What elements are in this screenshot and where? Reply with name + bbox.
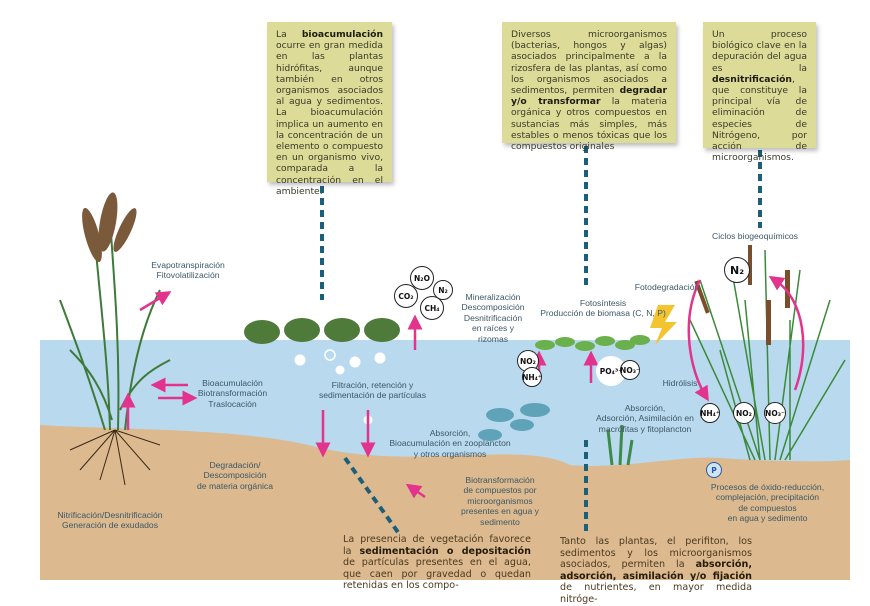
label-ciclos: Ciclos biogeoquímicos — [712, 231, 798, 241]
n2-molecule: N₂ — [724, 257, 750, 283]
box-bold-text: bioacumulación — [301, 29, 383, 40]
reed-roots — [69, 429, 161, 486]
submerged-plants — [606, 424, 634, 466]
bottom-bold-text: absorción, adsorción, asimilación y/o fi… — [560, 559, 752, 582]
no2-molecule: NO₂ — [733, 402, 755, 424]
label-fotodegradacion: Fotodegradación — [634, 282, 700, 292]
label-macrofitas: Absorción, Adsorción, Asimilación en mac… — [596, 403, 694, 434]
box-text: Diversos microorganismos (bacterias, hon… — [511, 29, 667, 97]
label-hidrolisis: Hidrólisis — [662, 378, 698, 388]
box-text: La — [276, 29, 302, 40]
no3-molecule: NO₃⁻ — [764, 402, 786, 424]
bottom-text: de partículas presentes en el agua, que … — [343, 557, 531, 592]
box-bold-text: degradar y/o transformar — [511, 85, 667, 108]
fish — [478, 403, 550, 441]
bottom-text: de nutrientes, en mayor medida nitróge- — [560, 582, 752, 605]
label-mineralizacion: Mineralización Descomposición Desnitrifi… — [461, 292, 525, 344]
label-bioacumulacion: Bioacumulación Biotransformación Trasloc… — [197, 378, 268, 409]
box-text: Un proceso biológico clave en la depurac… — [712, 29, 807, 74]
reed-panicles — [82, 192, 137, 263]
sediment — [40, 425, 850, 580]
box-text: , que constituye la principal vía de eli… — [712, 73, 807, 164]
box-bold-text: desnitrificación — [712, 73, 792, 85]
ch4-molecule: CH₄ — [420, 296, 444, 320]
phosphorus-molecule: P — [706, 462, 722, 478]
box-text: la materia orgánica y otros compuestos e… — [511, 96, 667, 153]
no2-molecule: NO₂ — [517, 350, 539, 372]
lightning-icon — [650, 305, 677, 345]
degradacion-box: Diversos microorganismos (bacterias, hon… — [502, 22, 676, 152]
label-biotransformacion: Biotransformación de compuestos por micr… — [461, 475, 539, 527]
label-zooplancton: Absorción, Bioacumulación en zooplancton… — [389, 428, 511, 459]
co2-molecule: CO₂ — [394, 284, 418, 308]
nh4-molecule: NH₄⁺ — [700, 403, 720, 423]
absorcion-text: Tanto las plantas, el perifiton, los sed… — [560, 536, 752, 606]
label-evapotranspiracion: Evapotranspiración Fitovolatilización — [151, 260, 225, 281]
dashed-connectors — [320, 146, 762, 537]
label-degradacion: Degradación/ Descomposición de materia o… — [197, 460, 273, 491]
bottom-text: La presencia de vegetación favorece la — [343, 534, 531, 557]
label-filtracion: Filtración, retención y sedimentación de… — [318, 380, 426, 401]
bottom-text: Tanto las plantas, el perifiton, los sed… — [560, 536, 752, 571]
wetland-scene — [40, 146, 850, 580]
cattail-heads — [694, 245, 790, 345]
duckweed — [535, 335, 650, 351]
bioacumulacion-box: La bioacumulación ocurre en gran medida … — [267, 22, 392, 197]
n2-molecule: N₂ — [433, 280, 453, 300]
label-fotosintesis: Fotosíntesis Producción de biomasa (C, N… — [540, 298, 666, 319]
nh4-molecule: NH₄⁺ — [522, 367, 542, 387]
desnitrificacion-box: Un proceso biológico clave en la depurac… — [703, 22, 816, 163]
label-oxidoreduccion: Procesos de óxido-reducción, complejació… — [710, 482, 825, 524]
no3-molecule: NO₃⁻ — [620, 360, 640, 380]
label-nitrificacion: Nitrificación/Desnitrificación Generació… — [57, 510, 163, 531]
floating-plants — [244, 318, 400, 344]
bottom-bold-text: sedimentación o depositación — [359, 545, 531, 557]
box-text: ocurre en gran medida en las plantas hid… — [276, 40, 383, 197]
sedimentacion-text: La presencia de vegetación favorece la s… — [343, 534, 531, 592]
n2o-molecule: N₂O — [410, 266, 434, 290]
